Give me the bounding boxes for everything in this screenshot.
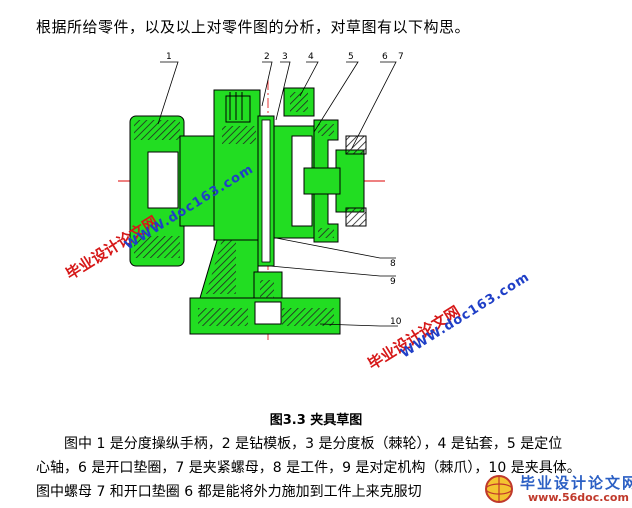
callout-4: 4 [308, 52, 314, 62]
callout-7: 7 [398, 52, 404, 62]
description-paragraph: 图中 1 是分度操纵手柄，2 是钻模板，3 是分度板（棘轮），4 是钻套，5 是… [36, 432, 632, 504]
watermark-url-2: WWW.doc163.com [398, 270, 532, 362]
fixture-drawing: 1 2 3 4 5 6 7 8 9 10 毕业设计论文网 WWW.doc163.… [63, 52, 533, 373]
footer-watermark-url: www.56doc.com [528, 491, 629, 504]
footer-watermark: 毕业设计论文网 www.56doc.com [478, 472, 632, 506]
paragraph-line-3: 图中螺母 7 和开口垫圈 6 都是能将外力施加到工件上来克服切 [36, 484, 422, 500]
callout-5: 5 [348, 52, 354, 62]
callout-8: 8 [390, 259, 396, 269]
locating-mandrel-5 [273, 125, 315, 239]
clamp-nut-7 [303, 135, 367, 227]
footer-watermark-cn: 毕业设计论文网 [520, 474, 632, 492]
callout-6: 6 [382, 52, 388, 62]
callout-1: 1 [166, 52, 172, 62]
paragraph-line-1: 图中 1 是分度操纵手柄，2 是钻模板，3 是分度板（棘轮），4 是钻套，5 是… [64, 436, 563, 452]
globe-logo-icon [485, 475, 513, 503]
paragraph-line-2: 心轴，6 是开口垫圈，7 是夹紧螺母，8 是工件，9 是对定机构（棘爪），10 … [36, 460, 581, 476]
figure-caption: 图3.3 夹具草图 [269, 413, 363, 428]
drill-plate-2 [213, 89, 261, 241]
intro-sentence: 根据所给零件，以及以上对零件图的分析，对草图有以下构思。 [36, 18, 471, 36]
drill-bushing-4 [283, 87, 315, 117]
callout-9: 9 [390, 277, 396, 287]
index-plate-3 [257, 115, 275, 267]
indexing-handle-1 [129, 115, 217, 267]
callout-2: 2 [264, 52, 270, 62]
fixture-sketch-figure: 1 2 3 4 5 6 7 8 9 10 毕业设计论文网 WWW.doc163.… [0, 40, 632, 400]
callout-10: 10 [390, 317, 402, 327]
callout-3: 3 [282, 52, 288, 62]
leader-lines [157, 61, 398, 327]
